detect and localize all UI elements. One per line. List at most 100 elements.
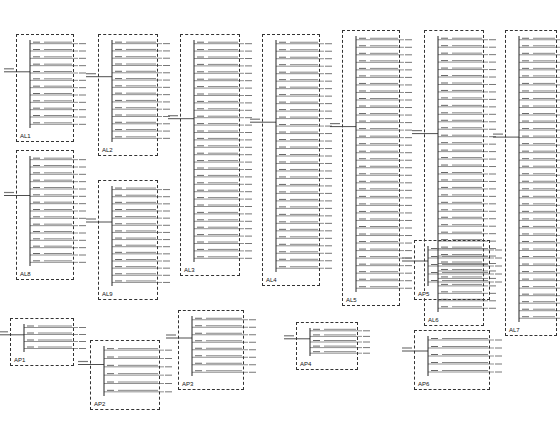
circuit-stroke [115, 202, 122, 203]
circuit-stroke [356, 130, 404, 131]
circuit-stroke [412, 130, 422, 131]
circuit-stroke [245, 184, 252, 185]
circuit-stroke [522, 98, 529, 99]
circuit-stroke [115, 280, 122, 281]
circuit-stroke [112, 282, 162, 283]
circuit-stroke [208, 168, 238, 169]
circuit-stroke [245, 88, 252, 89]
circuit-stroke [519, 235, 560, 236]
panel-title: AL1 [19, 133, 32, 140]
circuit-stroke [356, 54, 404, 55]
circuit-stroke [370, 113, 398, 114]
circuit-stroke [197, 57, 204, 58]
circuit-stroke [197, 71, 204, 72]
circuit-stroke [79, 189, 86, 190]
panel-title: AL4 [265, 277, 278, 284]
circuit-stroke [194, 236, 244, 237]
circuit-stroke [276, 58, 324, 59]
circuit-stroke [356, 190, 404, 191]
circuit-stroke [279, 206, 286, 207]
circuit-stroke [112, 239, 162, 240]
circuit-stroke [330, 126, 356, 127]
circuit-stroke [428, 282, 494, 283]
circuit-stroke [441, 291, 448, 292]
circuit-stroke [276, 238, 324, 239]
circuit-stroke [489, 188, 496, 189]
circuit-stroke [522, 113, 529, 114]
circuit-stroke [107, 373, 114, 374]
circuit-stroke [44, 209, 72, 210]
circuit-stroke [79, 124, 86, 125]
circuit-stroke [533, 173, 555, 174]
circuit-stroke [438, 300, 488, 301]
circuit-stroke [519, 47, 560, 48]
circuit-stroke [522, 38, 529, 39]
circuit-stroke [438, 136, 488, 137]
circuit-stroke [208, 190, 238, 191]
circuit-stroke [194, 117, 244, 118]
circuit-stroke [452, 135, 482, 136]
circuit-stroke [489, 300, 496, 301]
circuit-stroke [79, 211, 86, 212]
circuit-stroke [405, 160, 412, 161]
circuit-stroke [44, 100, 72, 101]
circuit-stroke [441, 217, 448, 218]
circuit-stroke [356, 220, 404, 221]
circuit-stroke [194, 139, 244, 140]
circuit-stroke [79, 341, 86, 342]
circuit-stroke [279, 154, 286, 155]
circuit-stroke [452, 150, 482, 151]
circuit-stroke [38, 347, 72, 348]
circuit-stroke [405, 115, 412, 116]
circuit-stroke [245, 65, 252, 66]
circuit-stroke [104, 350, 164, 351]
circuit-stroke [79, 255, 86, 256]
circuit-stroke [441, 68, 448, 69]
circuit-stroke [115, 78, 122, 79]
circuit-stroke [356, 205, 404, 206]
circuit-stroke [163, 138, 170, 139]
circuit-stroke [30, 167, 78, 168]
circuit-stroke [30, 117, 78, 118]
circuit-stroke [197, 256, 204, 257]
circuit-stroke [33, 238, 40, 239]
circuit-stroke [290, 259, 318, 260]
circuit-stroke [356, 160, 404, 161]
circuit-stroke [452, 291, 482, 292]
circuit-stroke [115, 107, 122, 108]
circuit-stroke [276, 81, 324, 82]
circuit-stroke [522, 316, 529, 317]
circuit-stroke [533, 188, 555, 189]
circuit-stroke [126, 280, 156, 281]
circuit-stroke [325, 200, 332, 201]
circuit-stroke [359, 256, 366, 257]
circuit-stroke [112, 261, 162, 262]
circuit-stroke [452, 202, 482, 203]
circuit-stroke [489, 248, 496, 249]
circuit-stroke [115, 129, 122, 130]
circuit-stroke [115, 230, 122, 231]
circuit-stroke [126, 85, 156, 86]
circuit-stroke [359, 83, 366, 84]
circuit-stroke [115, 209, 122, 210]
circuit-stroke [30, 189, 78, 190]
circuit-stroke [107, 357, 114, 358]
circuit-stroke [208, 197, 238, 198]
circuit-stroke [519, 258, 560, 259]
circuit-stroke [359, 143, 366, 144]
circuit-stroke [44, 108, 72, 109]
circuit-stroke [194, 243, 244, 244]
circuit-stroke [370, 38, 398, 39]
circuit-stroke [33, 122, 40, 123]
circuit-stroke [452, 224, 482, 225]
circuit-stroke [192, 319, 248, 320]
circuit-stroke [405, 62, 412, 63]
circuit-stroke [276, 245, 324, 246]
circuit-stroke [441, 276, 448, 277]
circuit-stroke [533, 233, 555, 234]
circuit-stroke [79, 181, 86, 182]
circuit-stroke [356, 47, 404, 48]
circuit-stroke [405, 243, 412, 244]
circuit-stroke [290, 251, 318, 252]
circuit-stroke [325, 51, 332, 52]
